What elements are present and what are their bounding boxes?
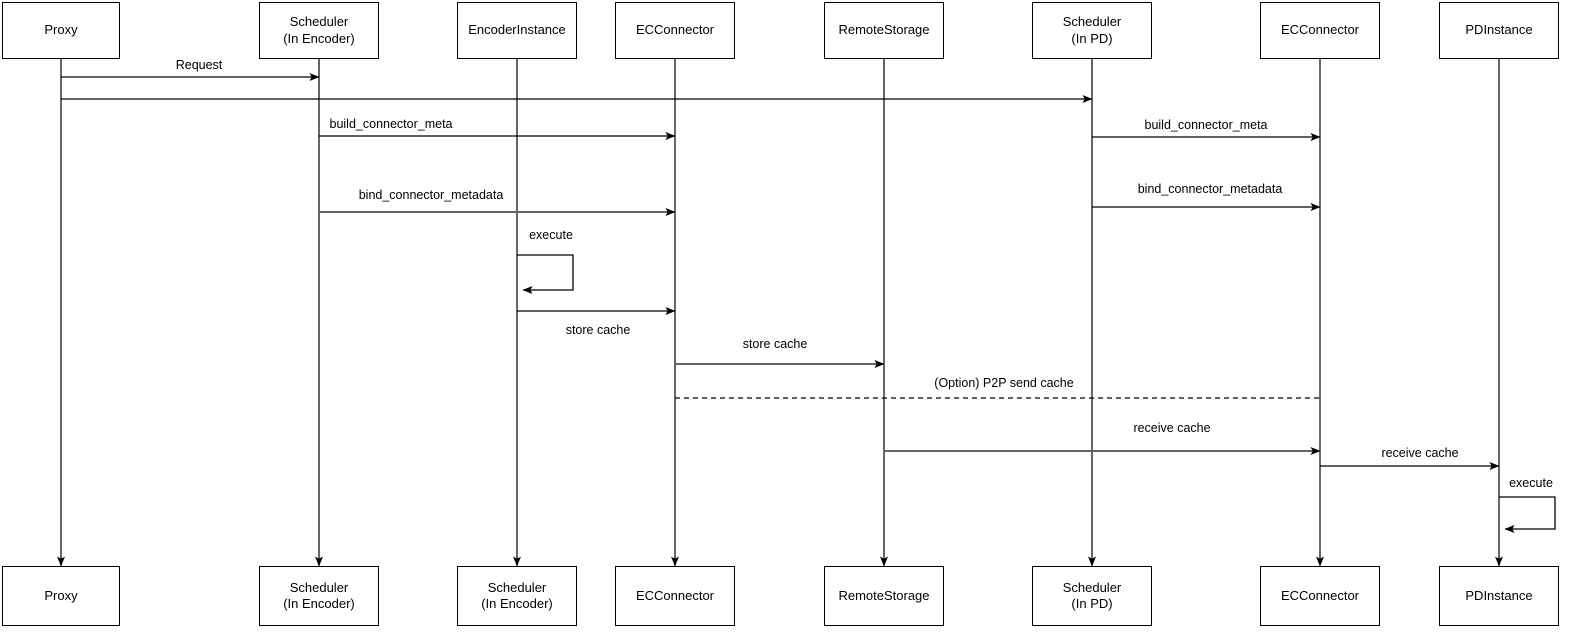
participant-label: PDInstance xyxy=(1465,588,1532,604)
message-label-m5: bind_connector_metadata xyxy=(358,188,504,202)
message-label-m3: build_connector_meta xyxy=(329,117,453,131)
participant-label: ECConnector xyxy=(636,22,714,38)
participant-label-line: ECConnector xyxy=(1280,587,1360,603)
participant-bottom-remote-store[interactable]: RemoteStorage xyxy=(824,566,944,626)
participant-label-line: ECConnector xyxy=(635,22,715,38)
participant-label-line: Scheduler xyxy=(1062,579,1122,595)
message-label-m7: store cache xyxy=(565,323,631,337)
participant-top-remote-store[interactable]: RemoteStorage xyxy=(824,2,944,59)
message-label-m10: receive cache xyxy=(1133,421,1211,435)
participant-label-line: Proxy xyxy=(44,587,78,603)
participant-top-encoder-inst[interactable]: EncoderInstance xyxy=(457,2,577,59)
participant-label: Scheduler(In PD) xyxy=(1063,580,1122,613)
participant-top-sched-pd[interactable]: Scheduler(In PD) xyxy=(1032,2,1152,59)
lifeline-lines xyxy=(57,59,1503,567)
participant-label: EncoderInstance xyxy=(468,22,566,38)
participant-label-line: RemoteStorage xyxy=(838,587,930,603)
participant-label-line: Scheduler xyxy=(487,579,547,595)
participant-label-line: PDInstance xyxy=(1465,22,1533,38)
participant-top-ecconn-enc[interactable]: ECConnector xyxy=(615,2,735,59)
participant-bottom-proxy[interactable]: Proxy xyxy=(2,566,120,626)
message-label-m9: (Option) P2P send cache xyxy=(934,376,1074,390)
participant-label: Scheduler(In Encoder) xyxy=(283,580,355,613)
participant-label: ECConnector xyxy=(636,588,714,604)
self-message-label-s2: execute xyxy=(1509,476,1553,490)
self-message-label-s1: execute xyxy=(529,228,573,242)
participant-label-line: Scheduler xyxy=(1062,14,1122,30)
participant-label-line: (In PD) xyxy=(1071,30,1113,46)
participant-label: PDInstance xyxy=(1465,22,1532,38)
message-label-m1: Request xyxy=(175,58,223,72)
message-label-m6: bind_connector_metadata xyxy=(1137,182,1283,196)
message-label-m8: store cache xyxy=(742,337,808,351)
participant-label: Scheduler(In PD) xyxy=(1063,14,1122,47)
participant-label-line: (In PD) xyxy=(1071,596,1113,611)
participant-label-line: EncoderInstance xyxy=(468,22,566,38)
participant-label-line: Scheduler xyxy=(289,579,349,595)
participant-label: ECConnector xyxy=(1281,588,1359,604)
participant-label-line: (In Encoder) xyxy=(283,596,355,611)
message-arrows xyxy=(61,73,1500,470)
participant-label: RemoteStorage xyxy=(838,22,929,38)
participant-bottom-sched-enc[interactable]: Scheduler(In Encoder) xyxy=(259,566,379,626)
participant-label: Scheduler(In Encoder) xyxy=(283,14,355,47)
self-message-loop-s1 xyxy=(517,254,574,294)
participant-label: Scheduler(In Encoder) xyxy=(481,580,553,613)
participant-label: Proxy xyxy=(44,22,77,38)
participant-label-line: ECConnector xyxy=(635,587,715,603)
participant-label-line: (In Encoder) xyxy=(283,30,355,46)
participant-top-pd-inst[interactable]: PDInstance xyxy=(1439,2,1559,59)
participant-bottom-ecconn-pd[interactable]: ECConnector xyxy=(1260,566,1380,626)
participant-top-ecconn-pd[interactable]: ECConnector xyxy=(1260,2,1380,59)
participant-label-line: PDInstance xyxy=(1465,587,1533,603)
participant-label: RemoteStorage xyxy=(838,588,929,604)
participant-label-line: RemoteStorage xyxy=(838,22,930,38)
participant-top-proxy[interactable]: Proxy xyxy=(2,2,120,59)
participant-label: ECConnector xyxy=(1281,22,1359,38)
participant-label-line: Scheduler xyxy=(289,14,349,30)
participant-label-line: Proxy xyxy=(44,22,78,38)
participant-bottom-pd-inst[interactable]: PDInstance xyxy=(1439,566,1559,626)
participant-bottom-ecconn-enc[interactable]: ECConnector xyxy=(615,566,735,626)
participant-label: Proxy xyxy=(44,588,77,604)
participant-top-sched-enc[interactable]: Scheduler(In Encoder) xyxy=(259,2,379,59)
participant-label-line: ECConnector xyxy=(1280,22,1360,38)
self-message-loops xyxy=(517,254,1556,533)
participant-label-line: (In Encoder) xyxy=(481,596,553,611)
message-label-m4: build_connector_meta xyxy=(1144,118,1268,132)
participant-bottom-encoder-inst[interactable]: Scheduler(In Encoder) xyxy=(457,566,577,626)
self-message-loop-s2 xyxy=(1499,496,1556,533)
message-label-m11: receive cache xyxy=(1381,446,1459,460)
participant-bottom-sched-pd[interactable]: Scheduler(In PD) xyxy=(1032,566,1152,626)
